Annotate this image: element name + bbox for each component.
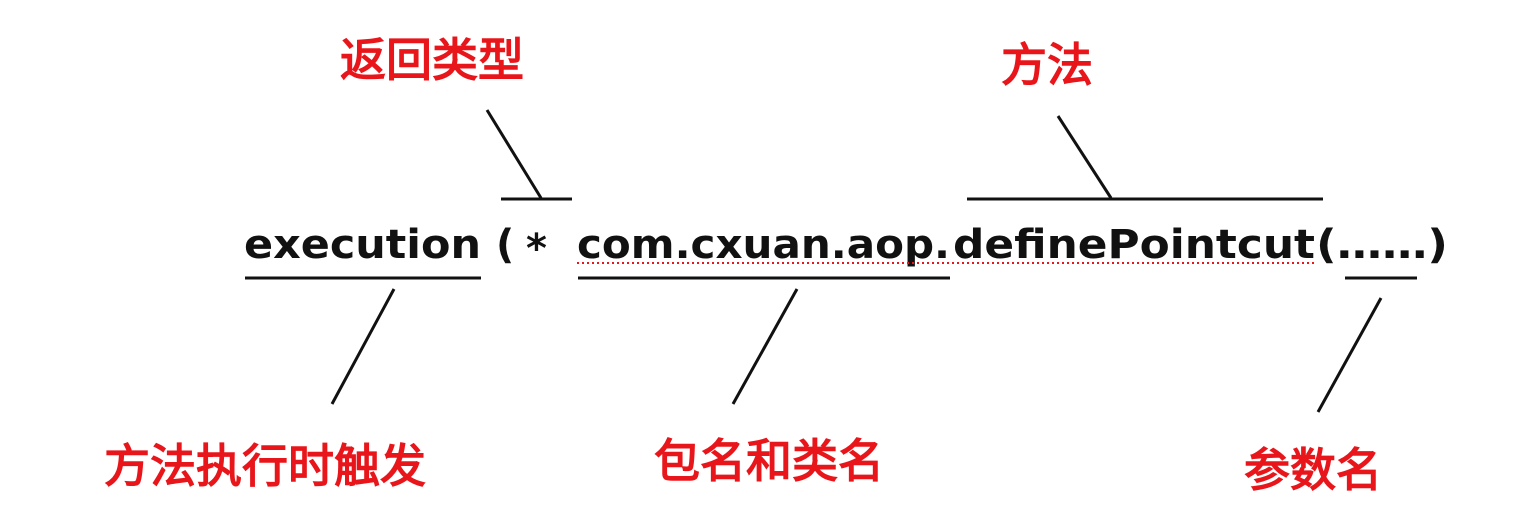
code-params: (……)	[1316, 222, 1448, 268]
code-return-wildcard: *	[526, 226, 547, 272]
connector-method	[1056, 115, 1113, 199]
label-return-type: 返回类型	[340, 33, 524, 87]
code-execution: execution	[244, 222, 481, 268]
label-package-and-class: 包名和类名	[654, 434, 884, 488]
connector-package-class	[731, 288, 799, 405]
connector-param-name	[1316, 297, 1383, 413]
connector-return-type	[485, 109, 543, 199]
label-param-name: 参数名	[1244, 443, 1382, 497]
connector-trigger	[330, 288, 396, 405]
code-package-class: com.cxuan.aop.	[577, 222, 950, 268]
label-trigger: 方法执行时触发	[104, 439, 426, 493]
label-method: 方法	[1001, 38, 1093, 92]
code-open-paren: (	[496, 222, 514, 268]
code-method-name: definePointcut	[953, 222, 1315, 268]
